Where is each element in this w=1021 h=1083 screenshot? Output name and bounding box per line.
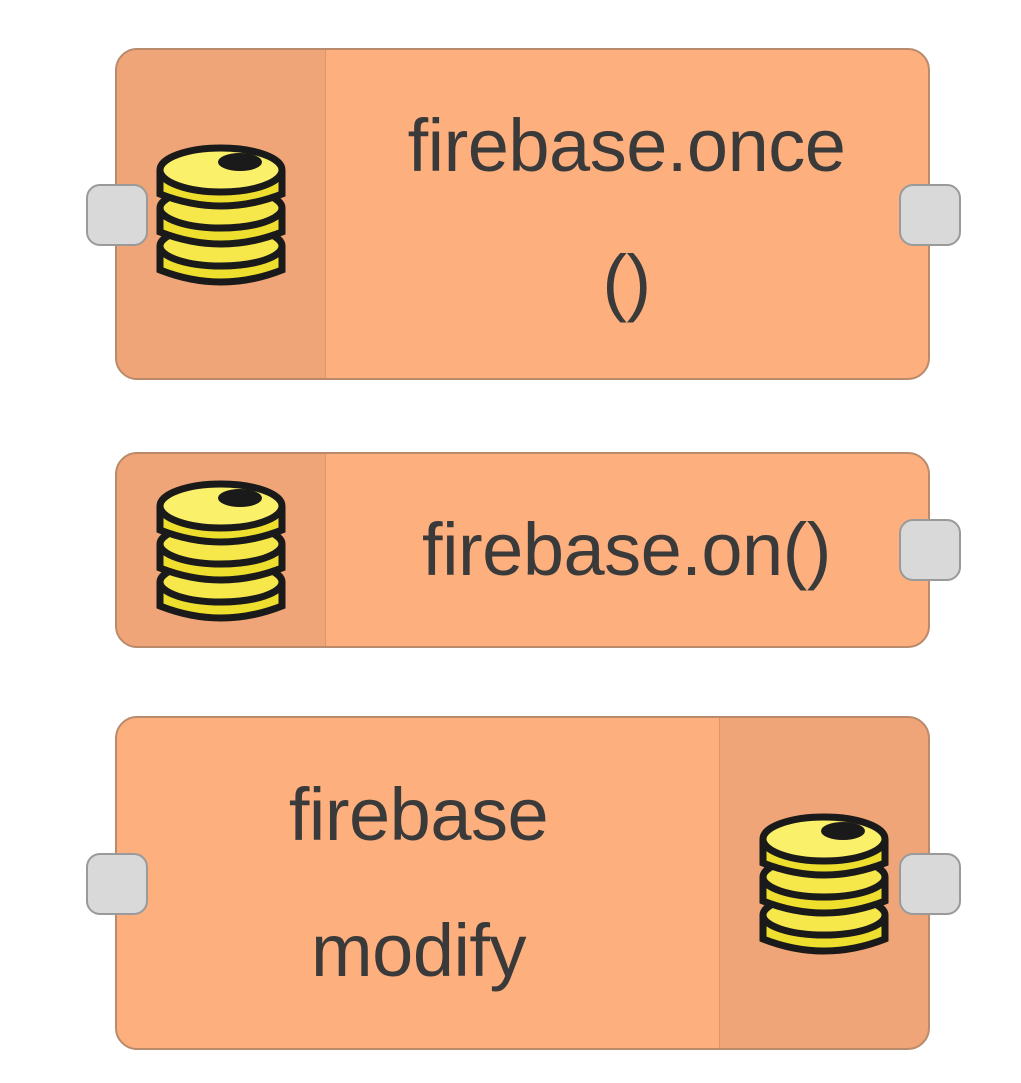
node-label-line: firebase.on()	[422, 508, 831, 591]
node-label-line: firebase	[288, 773, 549, 856]
node-label: firebase modify	[117, 718, 720, 1048]
node-label-line: firebase.once	[407, 104, 846, 187]
output-port[interactable]	[899, 853, 961, 915]
node-icon-area	[117, 454, 326, 646]
node-icon-area	[117, 50, 326, 378]
output-port[interactable]	[899, 184, 961, 246]
database-icon	[757, 805, 891, 961]
firebase-modify-node[interactable]: firebase modify	[115, 716, 930, 1050]
input-port[interactable]	[86, 853, 148, 915]
database-icon	[154, 136, 288, 292]
database-icon	[154, 472, 288, 628]
input-port[interactable]	[86, 184, 148, 246]
node-label-line: ()	[602, 240, 651, 323]
firebase-on-node[interactable]: firebase.on()	[115, 452, 930, 648]
node-label: firebase.once ()	[325, 50, 928, 378]
output-port[interactable]	[899, 519, 961, 581]
firebase-once-node[interactable]: firebase.once ()	[115, 48, 930, 380]
node-icon-area	[719, 718, 928, 1048]
node-label-line: modify	[311, 909, 526, 992]
node-label: firebase.on()	[325, 454, 928, 646]
